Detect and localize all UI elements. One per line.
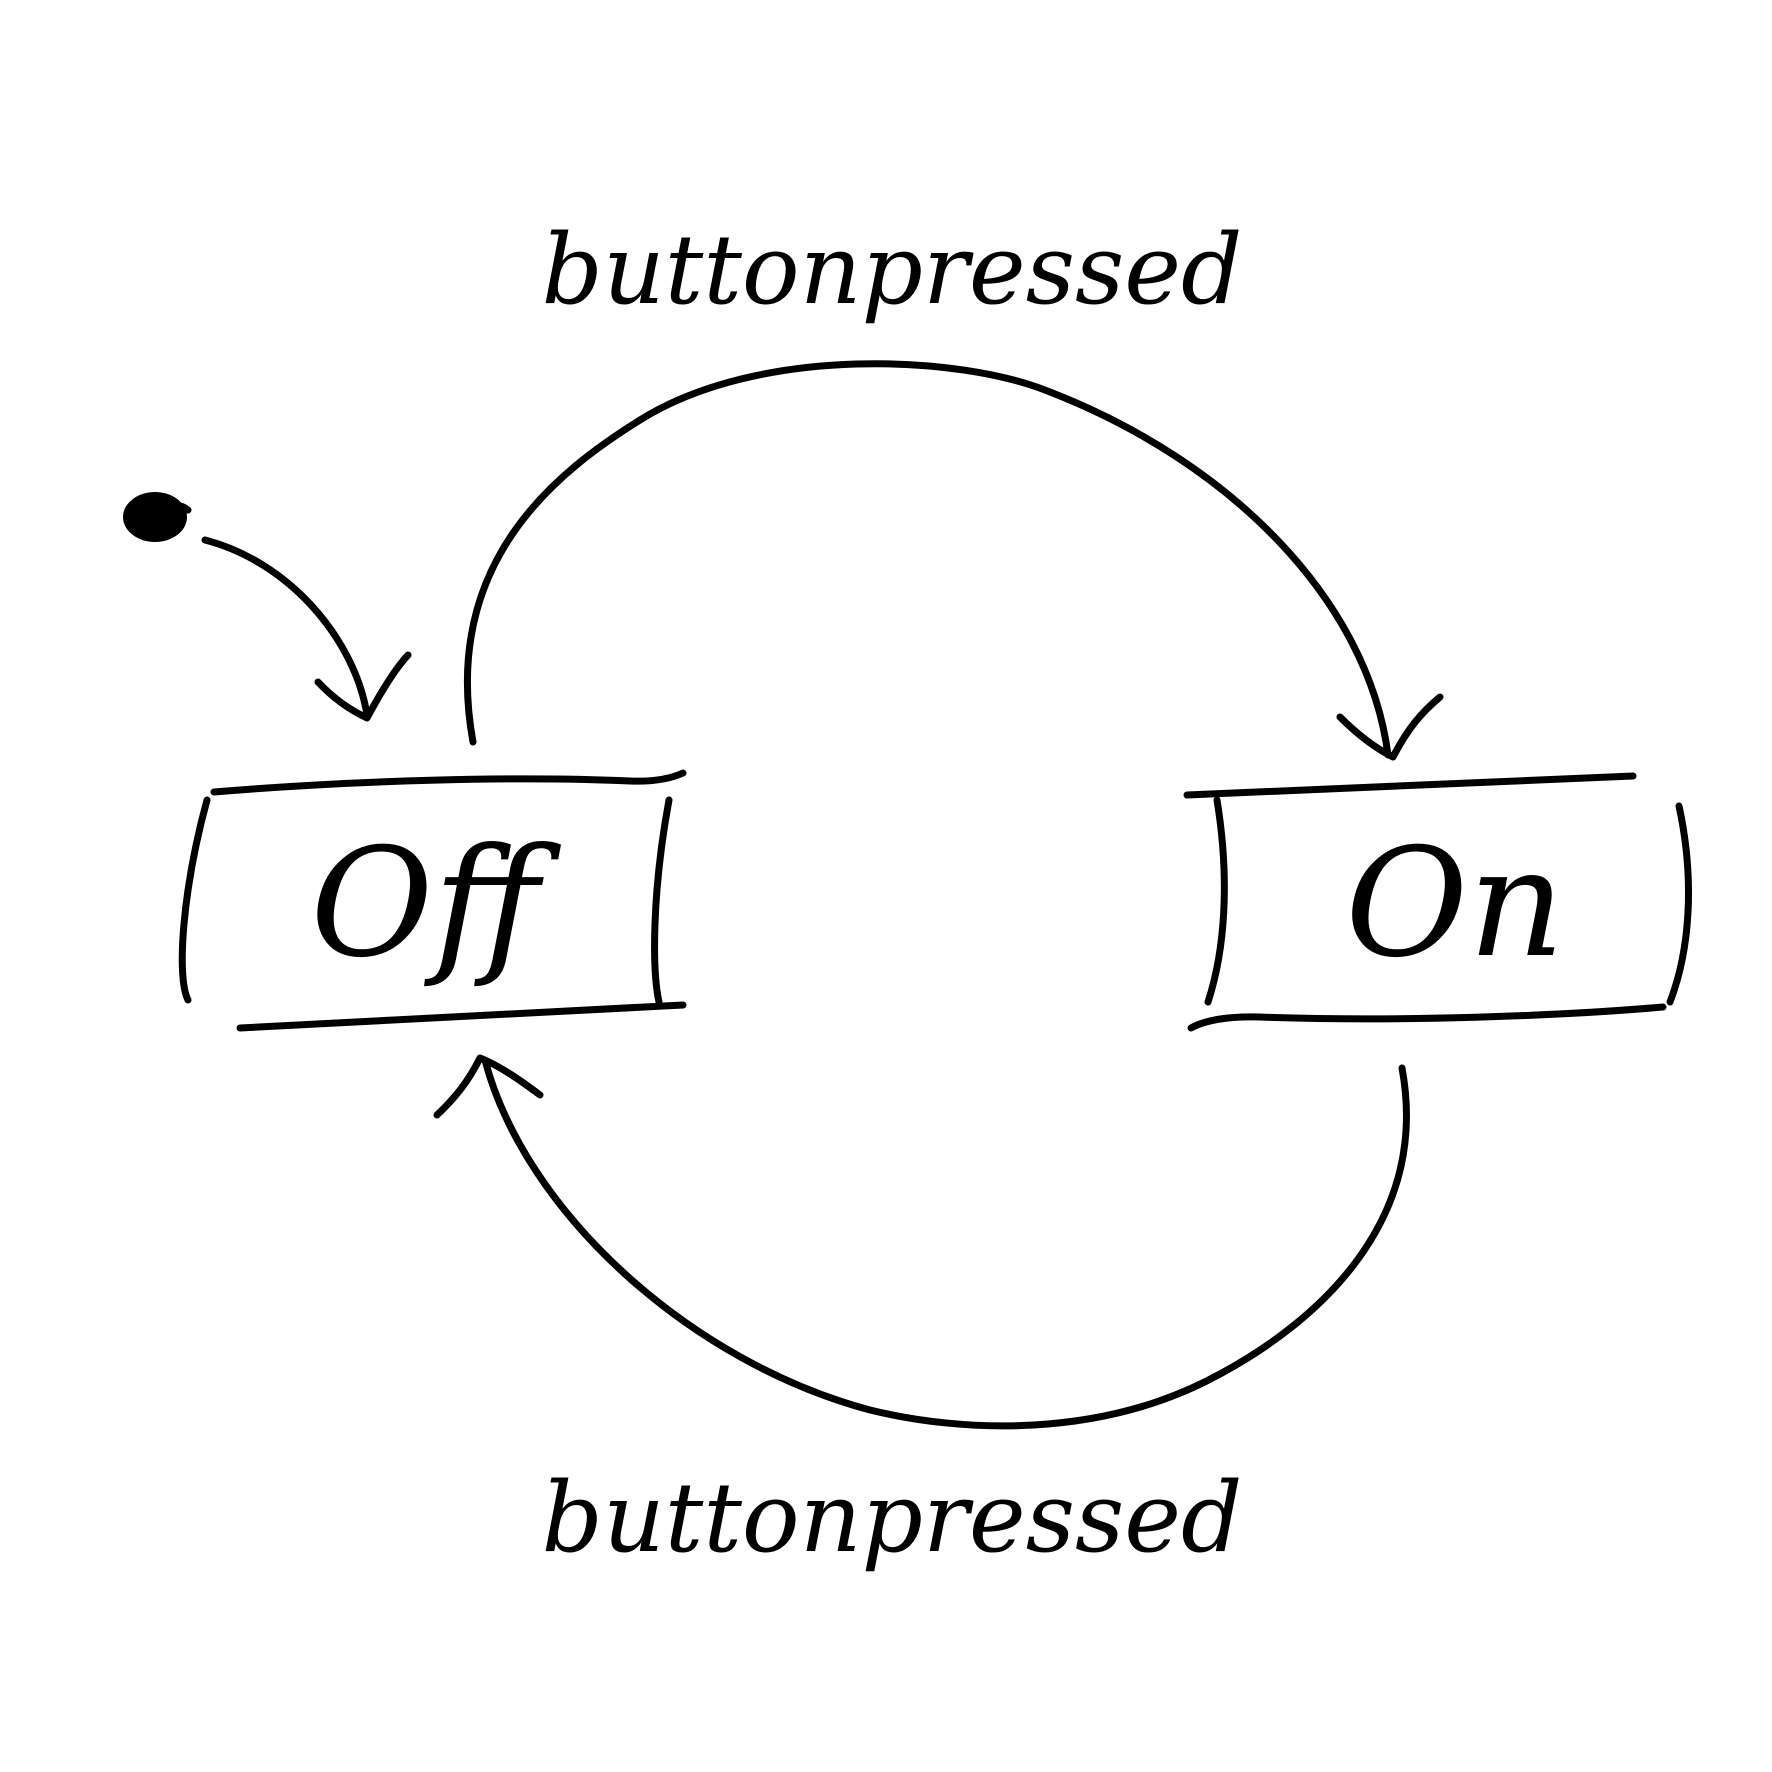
state-on: On — [1183, 772, 1693, 1032]
state-off-label: Off — [310, 817, 561, 991]
transition-on-to-off: buttonpressed — [433, 1054, 1410, 1574]
transition-arc-bottom — [481, 1056, 1410, 1430]
transition-label-top: buttonpressed — [541, 214, 1242, 326]
arrowhead-bottom — [433, 1054, 544, 1119]
state-off: Off — [178, 769, 687, 1032]
state-on-label: On — [1345, 817, 1565, 991]
initial-transition-arrow — [201, 536, 412, 722]
arrowhead-top — [1336, 693, 1444, 761]
transition-off-to-on: buttonpressed — [464, 214, 1444, 761]
transition-label-bottom: buttonpressed — [541, 1462, 1242, 1574]
initial-state-marker — [123, 492, 192, 542]
transition-arc-top — [464, 360, 1392, 759]
